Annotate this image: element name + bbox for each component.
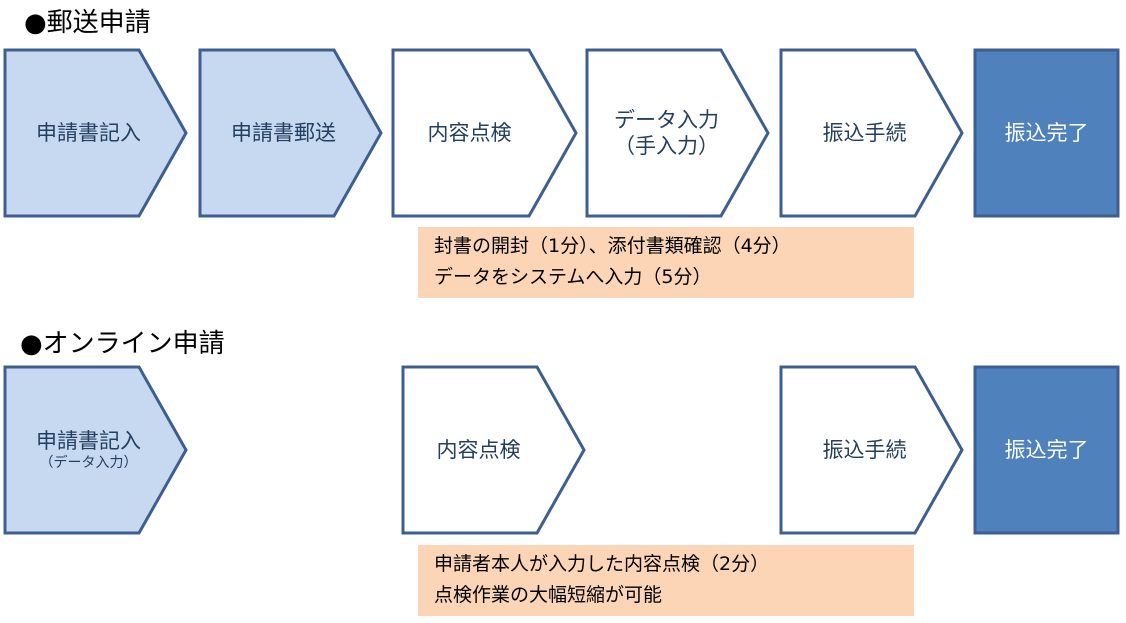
step-label: 振込完了 [1004,437,1089,462]
mail-step-content-check: 内容点検 [391,48,578,218]
box-shape [973,365,1120,535]
chevron-shape [3,365,188,535]
mail-step-transfer-procedure: 振込手続 [779,48,964,218]
chevron-shape [585,48,770,218]
mail-step-fill-form: 申請書記入 [3,48,188,218]
step-sublabel: （手入力） [614,134,719,158]
chevron-shape [779,48,964,218]
online-step-content-check: 内容点検 [401,365,586,535]
note-line: 封書の開封（1分）、添付書類確認（4分） [434,235,791,257]
mail-step-data-entry: データ入力 （手入力） [585,48,770,218]
online-note: 申請者本人が入力した内容点検（2分） 点検作業の大幅短縮が可能 [418,545,914,616]
note-line: データをシステムへ入力（5分） [434,266,712,288]
chevron-shape [3,48,188,218]
mail-note: 封書の開封（1分）、添付書類確認（4分） データをシステムへ入力（5分） [418,227,914,298]
step-label: 振込手続 [822,120,907,145]
note-line: 申請者本人が入力した内容点検（2分） [434,553,770,575]
step-label: 振込完了 [1004,120,1089,145]
step-label: データ入力 [614,107,719,132]
online-step-fill-form: 申請書記入 （データ入力） [3,365,188,535]
chevron-shape [198,48,383,218]
chevron-shape [779,365,964,535]
online-step-transfer-complete: 振込完了 [973,365,1120,535]
step-label: 内容点検 [436,437,521,462]
step-label: 内容点検 [427,120,512,145]
mail-step-send-form: 申請書郵送 [198,48,383,218]
mail-step-transfer-complete: 振込完了 [973,48,1120,218]
online-section-title: ●オンライン申請 [20,329,225,359]
step-label: 振込手続 [822,437,907,462]
step-label: 申請書記入 [36,120,141,145]
mail-section-title: ●郵送申請 [24,8,151,38]
chevron-shape [391,48,578,218]
note-line: 点検作業の大幅短縮が可能 [434,584,663,606]
online-step-transfer-procedure: 振込手続 [779,365,964,535]
step-label: 申請書郵送 [231,120,336,145]
box-shape [973,48,1120,218]
step-label: 申請書記入 [36,429,141,454]
step-sublabel: （データ入力） [39,454,138,471]
chevron-shape [401,365,586,535]
